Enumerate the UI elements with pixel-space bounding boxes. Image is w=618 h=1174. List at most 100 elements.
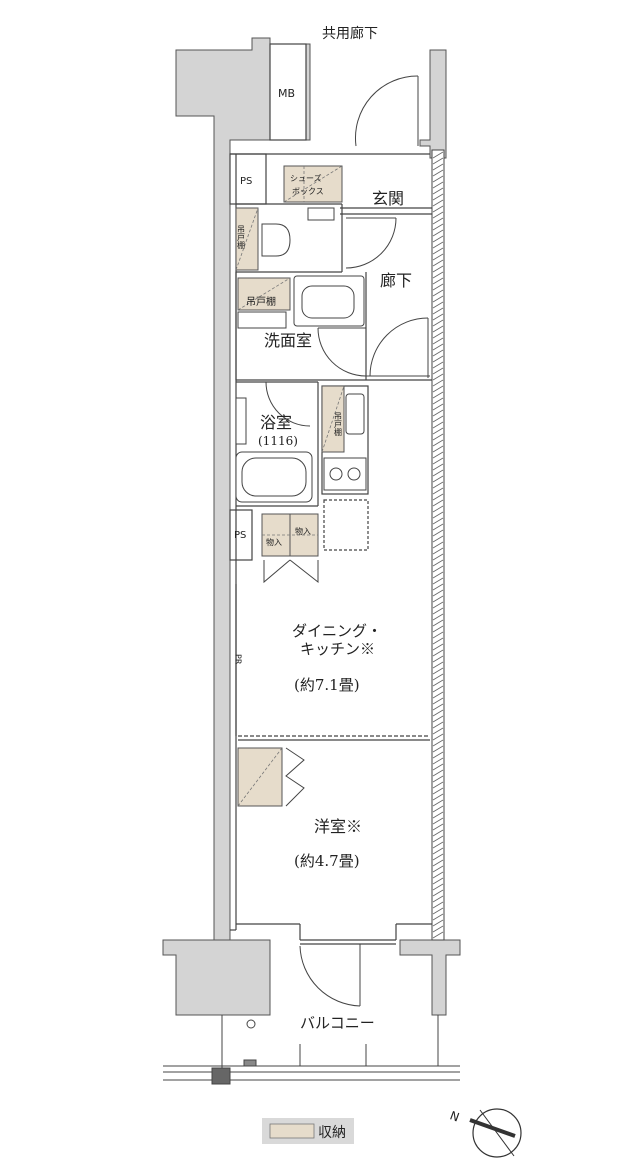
hatch-line (432, 619, 444, 627)
hatch-line (432, 157, 444, 165)
hatch-line (432, 499, 444, 507)
hatch-line (432, 541, 444, 549)
hatch-line (432, 745, 444, 753)
hatch-line (432, 883, 444, 891)
hatch-line (432, 193, 444, 201)
hatch-line (432, 775, 444, 783)
hatch-line (432, 361, 444, 369)
hatch-line (432, 391, 444, 399)
hatch-line (432, 649, 444, 657)
western-area-label: (約4.7畳) (294, 852, 360, 870)
legend: 収納 (262, 1118, 354, 1144)
balcony-label: バルコニー (300, 1014, 375, 1032)
mb-label: MB (278, 87, 295, 100)
hatch-line (432, 739, 444, 747)
hatch-line (432, 301, 444, 309)
hatch-line (432, 841, 444, 849)
hatch-line (432, 181, 444, 189)
hatch-line (432, 493, 444, 501)
hatch-line (432, 295, 444, 303)
ps-mid-label: PS (234, 530, 246, 541)
compass-icon: N (448, 1108, 522, 1158)
hatch-line (432, 601, 444, 609)
shoe-box-label-2: ボックス (292, 187, 324, 196)
hallway-label: 廊下 (380, 271, 412, 290)
hatch-line (432, 277, 444, 285)
hatch-line (432, 673, 444, 681)
kitchen-shelf-label: 吊戸棚 (334, 412, 343, 437)
hatch-line (432, 409, 444, 417)
hatch-line (432, 637, 444, 645)
hatch-line (432, 253, 444, 261)
balcony-railing (163, 1015, 460, 1085)
hatch-line (432, 811, 444, 819)
bathroom-label: 浴室 (260, 413, 292, 432)
hatch-line (432, 271, 444, 279)
storage-closet-1 (261, 513, 291, 557)
hatch-line (432, 439, 444, 447)
hatch-line (432, 925, 444, 933)
hatch-line (432, 847, 444, 855)
toilet-shelf-label: 吊戸棚 (237, 225, 246, 250)
hatch-line (432, 235, 444, 243)
hatch-line (432, 487, 444, 495)
hatch-line (432, 559, 444, 567)
hatch-line (432, 427, 444, 435)
hatch-line (432, 907, 444, 915)
hatch-line (432, 595, 444, 603)
bath-size-label: (1116) (258, 434, 298, 448)
hatch-line (432, 757, 444, 765)
kitchen-sink (345, 393, 365, 435)
hatch-line (432, 691, 444, 699)
hatch-line (432, 505, 444, 513)
hatch-line (432, 733, 444, 741)
hatch-line (432, 283, 444, 291)
toilet-tank (307, 207, 335, 221)
hatch-line (432, 805, 444, 813)
hatch-line (432, 703, 444, 711)
doors (263, 75, 430, 1007)
hatch-line (432, 289, 444, 297)
hatch-line (432, 199, 444, 207)
hatch-line (432, 817, 444, 825)
hatch-line (432, 247, 444, 255)
hatch-line (432, 763, 444, 771)
hatch-line (432, 625, 444, 633)
hatch-line (432, 367, 444, 375)
storage-diagonals (235, 165, 345, 807)
hatch-line (432, 751, 444, 759)
hatch-line (432, 163, 444, 171)
hatch-line (432, 313, 444, 321)
hatch-line (432, 325, 444, 333)
hatch-line (432, 241, 444, 249)
hatch-line (432, 175, 444, 183)
hatch-line (432, 877, 444, 885)
hatch-line (432, 721, 444, 729)
hatch-line (432, 607, 444, 615)
hatch-line (432, 823, 444, 831)
hatch-line (432, 343, 444, 351)
hatch-line (432, 715, 444, 723)
pr-label: PR (234, 654, 243, 665)
hatch-line (432, 457, 444, 465)
hatch-line (432, 421, 444, 429)
hatch-line (432, 379, 444, 387)
hatch-line (432, 589, 444, 597)
hatch-line (432, 463, 444, 471)
hatch-line (432, 727, 444, 735)
hatch-line (432, 511, 444, 519)
hatch-line (432, 223, 444, 231)
hatch-line (432, 835, 444, 843)
hatch-line (432, 577, 444, 585)
hatch-line (432, 661, 444, 669)
hatch-line (432, 769, 444, 777)
hatch-line (432, 709, 444, 717)
washroom-label: 洗面室 (264, 331, 312, 350)
hatch-line (432, 913, 444, 921)
hatch-line (432, 583, 444, 591)
hatch-line (432, 523, 444, 531)
hatch-line (432, 535, 444, 543)
hatch-line (432, 799, 444, 807)
hatch-line (432, 895, 444, 903)
